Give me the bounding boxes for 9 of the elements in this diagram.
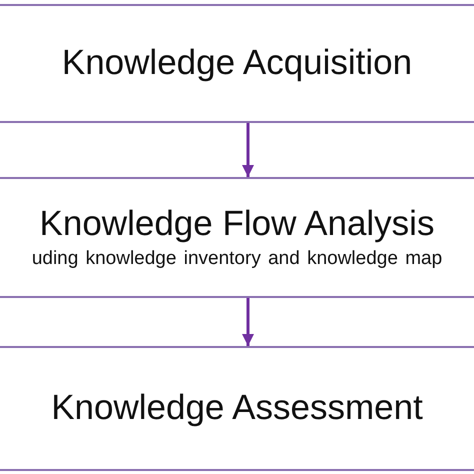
process-box <box>0 4 474 123</box>
process-box <box>0 177 474 298</box>
arrow <box>242 298 254 346</box>
step-title: Knowledge Acquisition <box>62 43 412 84</box>
arrow <box>242 123 254 177</box>
process-box <box>0 346 474 471</box>
step-title: Knowledge Flow Analysis <box>40 204 434 244</box>
step-title: Knowledge Assessment <box>51 388 423 429</box>
step-note: uding knowledge inventory and knowledge map <box>32 248 442 272</box>
